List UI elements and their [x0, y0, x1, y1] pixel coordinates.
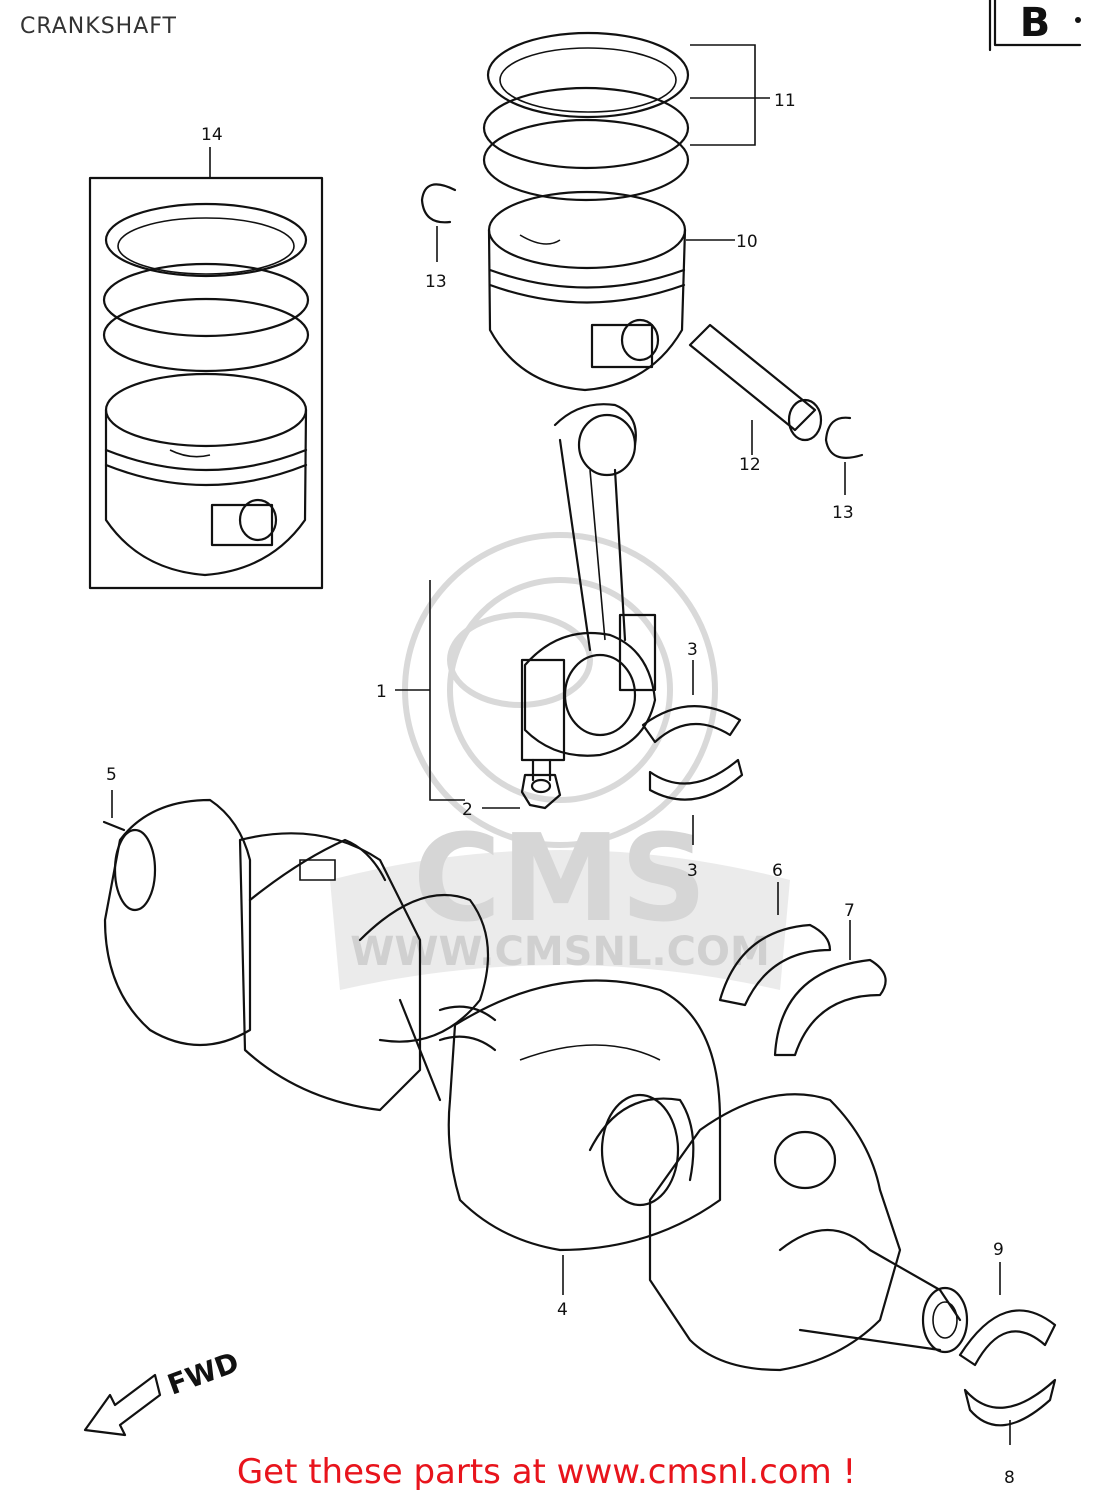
main-bearing-upper	[958, 1262, 1057, 1367]
piston	[487, 190, 735, 392]
callout-6: 6	[772, 861, 783, 881]
callout-11: 11	[774, 91, 796, 111]
callout-14: 14	[201, 125, 223, 145]
promo-link[interactable]: Get these parts at www.cmsnl.com !	[236, 1452, 857, 1492]
forward-arrow: FWD	[83, 1346, 243, 1437]
section-badge-letter: B	[1020, 0, 1051, 46]
callout-13-lower: 13	[832, 503, 854, 523]
piston-rings	[482, 31, 770, 202]
piston-pin	[688, 323, 823, 455]
callout-10: 10	[736, 232, 758, 252]
callout-12: 12	[739, 455, 761, 475]
callout-8: 8	[1004, 1468, 1015, 1488]
page-title: CRANKSHAFT	[20, 14, 177, 39]
callout-9: 9	[993, 1240, 1004, 1260]
forward-label: FWD	[163, 1346, 243, 1402]
section-badge: B	[988, 0, 1082, 52]
connecting-rod	[395, 403, 657, 801]
crankshaft	[103, 798, 969, 1372]
callout-3-upper: 3	[687, 640, 698, 660]
callout-7: 7	[844, 901, 855, 921]
conrod-bearing-lower	[648, 758, 744, 845]
rod-nut	[482, 773, 562, 810]
callout-4: 4	[557, 1300, 568, 1320]
main-bearing-lower	[963, 1378, 1057, 1445]
callout-3-lower: 3	[687, 861, 698, 881]
watermark-brand: CMS	[413, 810, 707, 949]
thrust-washer-7	[773, 920, 887, 1057]
crankshaft-key	[102, 790, 126, 832]
callout-5: 5	[106, 765, 117, 785]
conrod-bearing-upper	[641, 660, 742, 744]
thrust-washer-6	[718, 882, 832, 1007]
piston-set-assembly	[88, 176, 324, 590]
callout-13-upper: 13	[425, 272, 447, 292]
callout-2: 2	[462, 800, 473, 820]
circlip-lower	[824, 416, 864, 495]
circlip-upper	[420, 183, 457, 262]
callout-1: 1	[376, 682, 387, 702]
watermark-url: WWW.CMSNL.COM	[350, 929, 770, 975]
watermark-logo: CMS WWW.CMSNL.COM	[330, 532, 790, 990]
